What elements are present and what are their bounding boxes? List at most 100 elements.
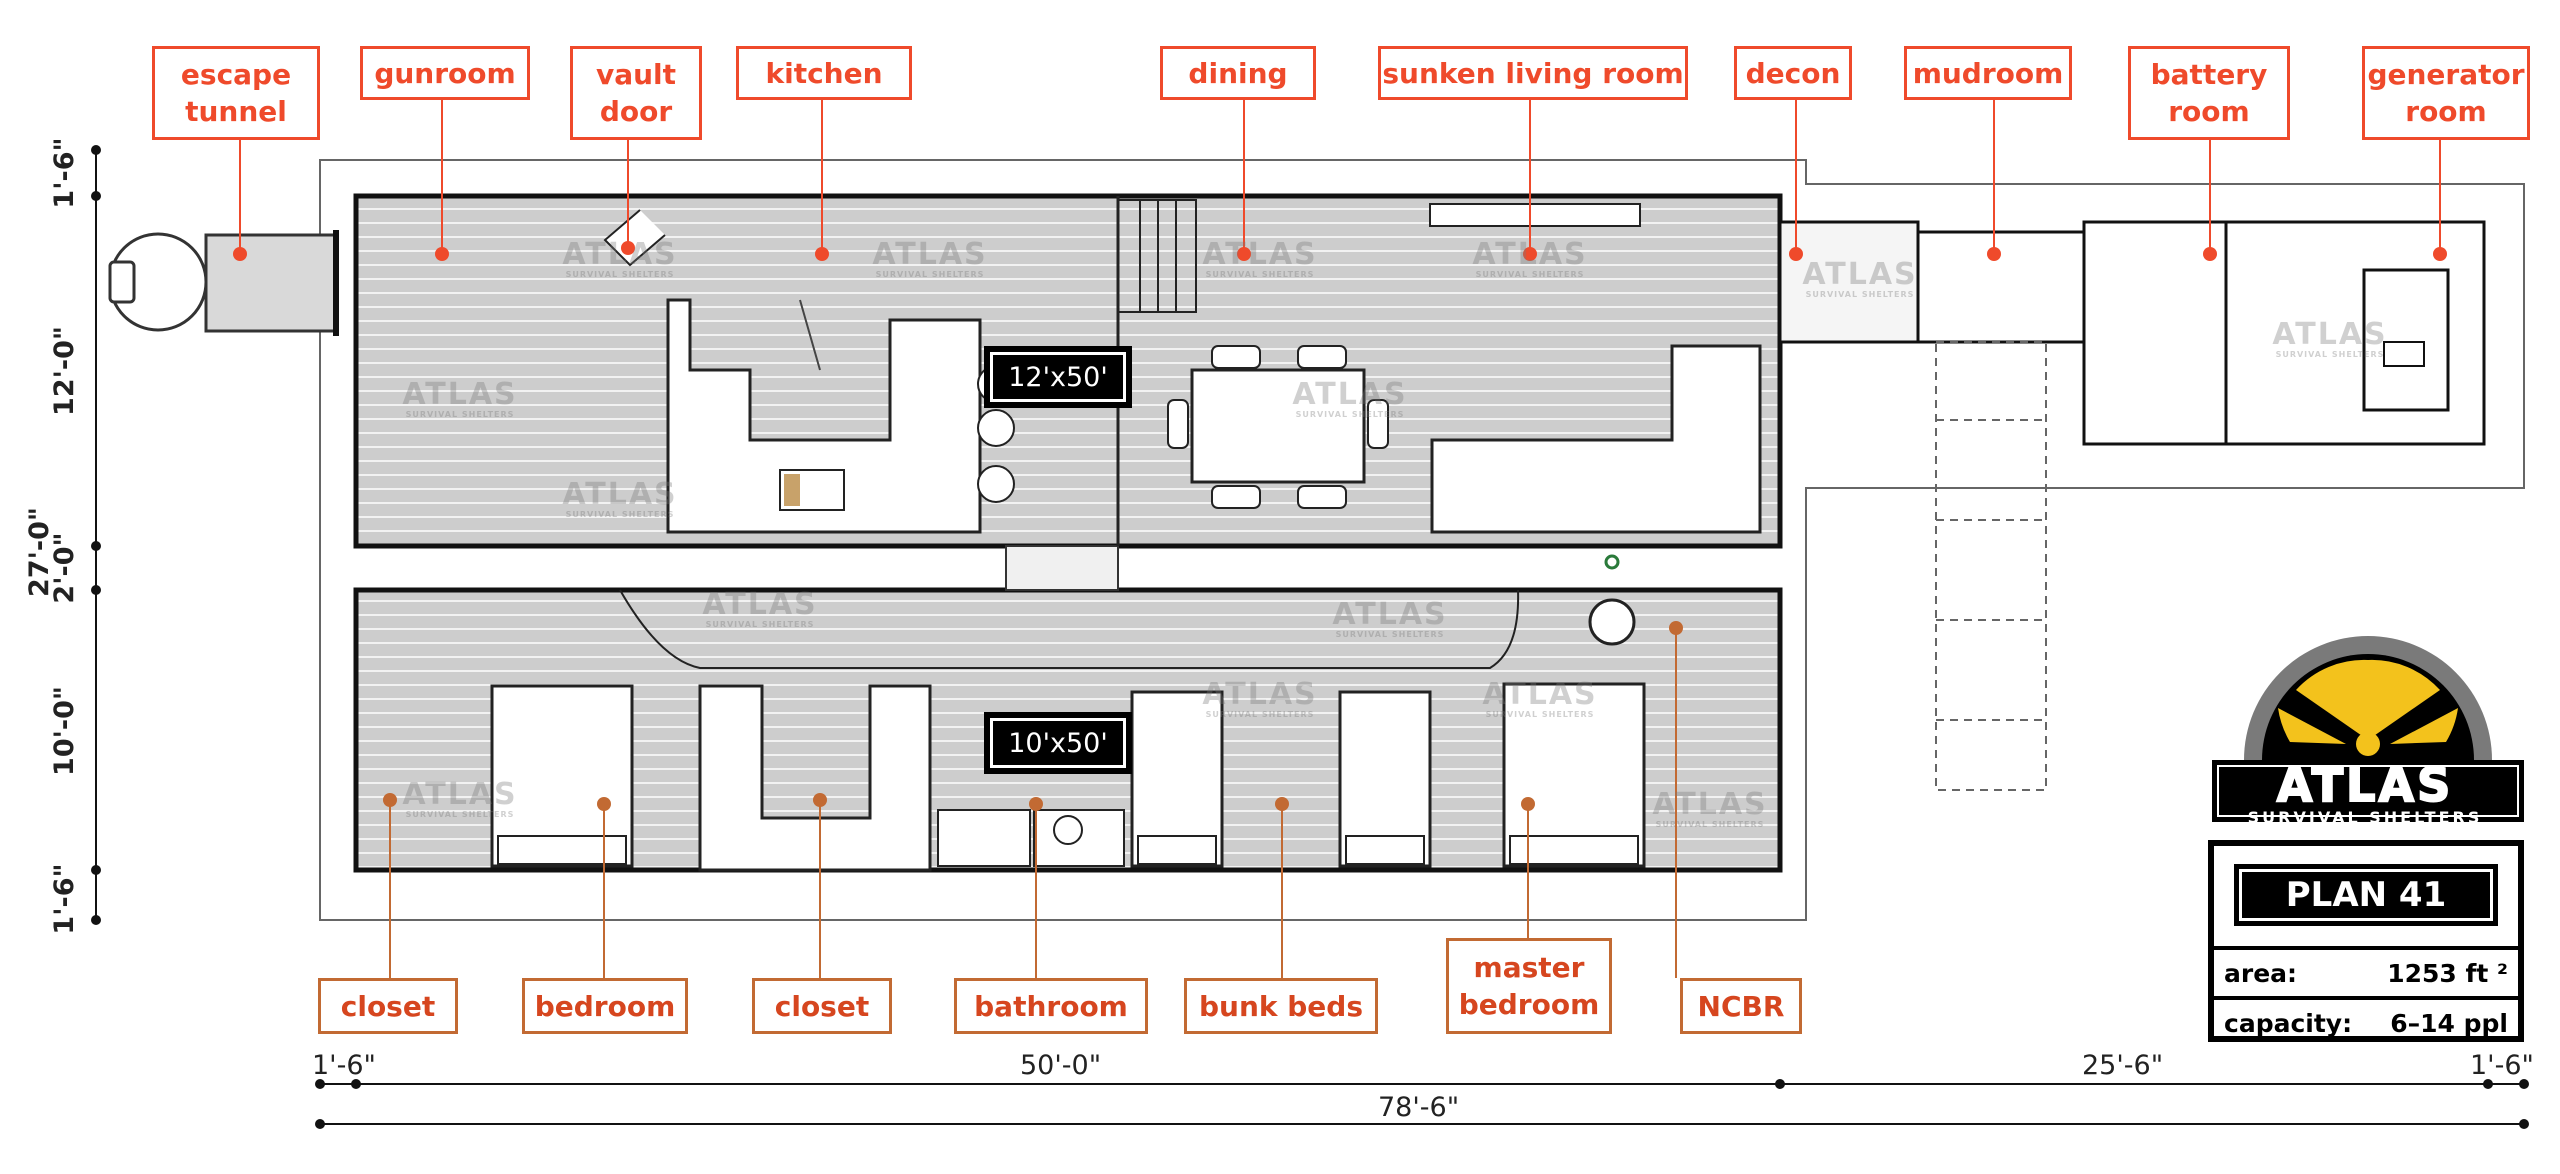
label-vault-door-dot — [621, 241, 635, 255]
escape-tunnel-drawing — [108, 230, 339, 336]
atlas-watermark-word: ATLAS — [1202, 677, 1318, 712]
atlas-watermark-word: ATLAS — [1292, 377, 1408, 412]
atlas-watermark-subtitle: SURVIVAL SHELTERS — [405, 810, 515, 819]
atlas-logo-emblem — [2212, 636, 2524, 822]
area-value: 1253 ft ² — [2387, 958, 2508, 988]
lower-module-size-tag: 10'x50' — [984, 712, 1132, 774]
label-kitchen-dot — [815, 247, 829, 261]
area-label: area: — [2224, 958, 2298, 988]
label-closet-2-dot — [813, 793, 827, 807]
area-row: area: 1253 ft ² — [2214, 946, 2518, 996]
label-gunroom-dot — [435, 247, 449, 261]
dim-lower-module: 10'-0" — [49, 686, 80, 776]
atlas-watermark-subtitle: SURVIVAL SHELTERS — [1475, 270, 1585, 279]
atlas-watermark-subtitle: SURVIVAL SHELTERS — [875, 270, 985, 279]
label-decon: decon — [1734, 46, 1852, 100]
atlas-watermark-subtitle: SURVIVAL SHELTERS — [565, 510, 675, 519]
atlas-logo-subtitle: SURVIVAL SHELTERS — [2247, 808, 2483, 827]
capacity-label: capacity: — [2224, 1008, 2353, 1038]
label-bedroom: bedroom — [522, 978, 688, 1034]
dim-total-length: 78'-6" — [1378, 1092, 1460, 1123]
atlas-watermark-subtitle: SURVIVAL SHELTERS — [1205, 710, 1315, 719]
dim-annex-length: 25'-6" — [2082, 1050, 2164, 1081]
label-battery-room-dot — [2203, 247, 2217, 261]
leader-lines — [233, 100, 2447, 978]
atlas-watermark-subtitle: SURVIVAL SHELTERS — [1805, 290, 1915, 299]
site-outline — [319, 159, 2525, 921]
atlas-watermark-subtitle: SURVIVAL SHELTERS — [2275, 350, 2385, 359]
atlas-watermark-subtitle: SURVIVAL SHELTERS — [1205, 270, 1315, 279]
label-master-bedroom: master bedroom — [1446, 938, 1612, 1034]
atlas-watermark-word: ATLAS — [402, 777, 518, 812]
atlas-watermark-word: ATLAS — [2272, 317, 2388, 352]
atlas-watermark-word: ATLAS — [1472, 237, 1588, 272]
capacity-value: 6–14 ppl — [2390, 1008, 2508, 1038]
label-kitchen: kitchen — [736, 46, 912, 100]
label-dining-dot — [1237, 247, 1251, 261]
atlas-watermark-subtitle: SURVIVAL SHELTERS — [565, 270, 675, 279]
capacity-row: capacity: 6–14 ppl — [2214, 996, 2518, 1046]
dim-right-margin: 1'-6" — [2470, 1050, 2534, 1081]
plan-info-box: PLAN 41 area: 1253 ft ² capacity: 6–14 p… — [2208, 840, 2524, 1042]
label-vault-door: vault door — [570, 46, 702, 140]
plan-title: PLAN 41 — [2234, 864, 2498, 926]
label-battery-room: battery room — [2128, 46, 2290, 140]
module-connector — [1005, 545, 1119, 591]
label-closet-2: closet — [752, 978, 892, 1034]
label-generator-room: generator room — [2362, 46, 2530, 140]
atlas-watermark-subtitle: SURVIVAL SHELTERS — [705, 620, 815, 629]
atlas-watermark-word: ATLAS — [1332, 597, 1448, 632]
atlas-watermark-word: ATLAS — [872, 237, 988, 272]
dim-bottom-margin: 1'-6" — [49, 863, 80, 935]
label-mudroom: mudroom — [1904, 46, 2072, 100]
dim-main-length: 50'-0" — [1020, 1050, 1102, 1081]
label-mudroom-dot — [1987, 247, 2001, 261]
label-master-bedroom-dot — [1521, 797, 1535, 811]
atlas-logo-word: ATLAS — [2276, 757, 2454, 813]
atlas-watermark-word: ATLAS — [1802, 257, 1918, 292]
atlas-watermark-word: ATLAS — [562, 477, 678, 512]
label-generator-room-dot — [2433, 247, 2447, 261]
label-escape-tunnel: escape tunnel — [152, 46, 320, 140]
label-decon-dot — [1789, 247, 1803, 261]
atlas-watermark-word: ATLAS — [1652, 787, 1768, 822]
label-closet-1: closet — [318, 978, 458, 1034]
label-gunroom: gunroom — [360, 46, 530, 100]
dim-gap: 2'-0" — [49, 532, 80, 604]
label-escape-tunnel-dot — [233, 247, 247, 261]
atlas-watermark-word: ATLAS — [562, 237, 678, 272]
dim-top-margin: 1'-6" — [49, 137, 80, 209]
upper-module-size-tag: 12'x50' — [984, 346, 1132, 408]
atlas-watermark-subtitle: SURVIVAL SHELTERS — [1335, 630, 1445, 639]
label-sunken-living-room-dot — [1523, 247, 1537, 261]
dim-upper-module: 12'-0" — [49, 326, 80, 416]
dim-left-margin: 1'-6" — [312, 1050, 376, 1081]
label-bunk-beds: bunk beds — [1184, 978, 1378, 1034]
atlas-watermark-subtitle: SURVIVAL SHELTERS — [1485, 710, 1595, 719]
label-bunk-beds-dot — [1275, 797, 1289, 811]
label-sunken-living-room: sunken living room — [1378, 46, 1688, 100]
atlas-watermark-word: ATLAS — [1202, 237, 1318, 272]
atlas-watermark-word: ATLAS — [702, 587, 818, 622]
label-ncbr: NCBR — [1680, 978, 1802, 1034]
label-ncbr-dot — [1669, 621, 1683, 635]
atlas-watermark-subtitle: SURVIVAL SHELTERS — [1655, 820, 1765, 829]
label-dining: dining — [1160, 46, 1316, 100]
atlas-watermark-subtitle: SURVIVAL SHELTERS — [405, 410, 515, 419]
atlas-watermark-subtitle: SURVIVAL SHELTERS — [1295, 410, 1405, 419]
